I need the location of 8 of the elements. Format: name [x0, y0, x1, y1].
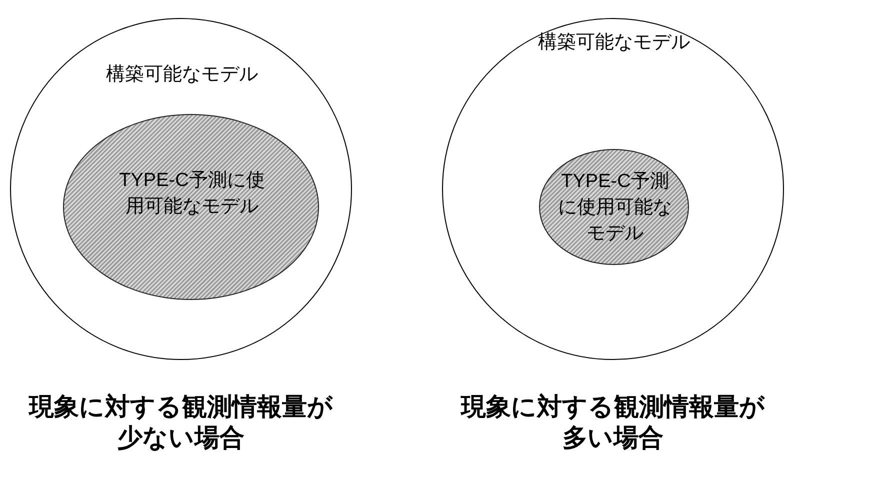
set-circle — [10, 18, 352, 360]
set-label: 構築可能なモデル — [537, 31, 691, 55]
set-label: 構築可能なモデル — [105, 63, 259, 87]
set-label: TYPE-C予測に使用可能なモデル — [118, 169, 266, 219]
node-label: 現象に対する観測情報量が多い場合 — [460, 392, 766, 454]
node-label: 現象に対する観測情報量が少ない場合 — [28, 392, 334, 454]
set-circle — [442, 18, 784, 360]
set-label: TYPE-C予測に使用可能なモデル — [557, 170, 673, 246]
